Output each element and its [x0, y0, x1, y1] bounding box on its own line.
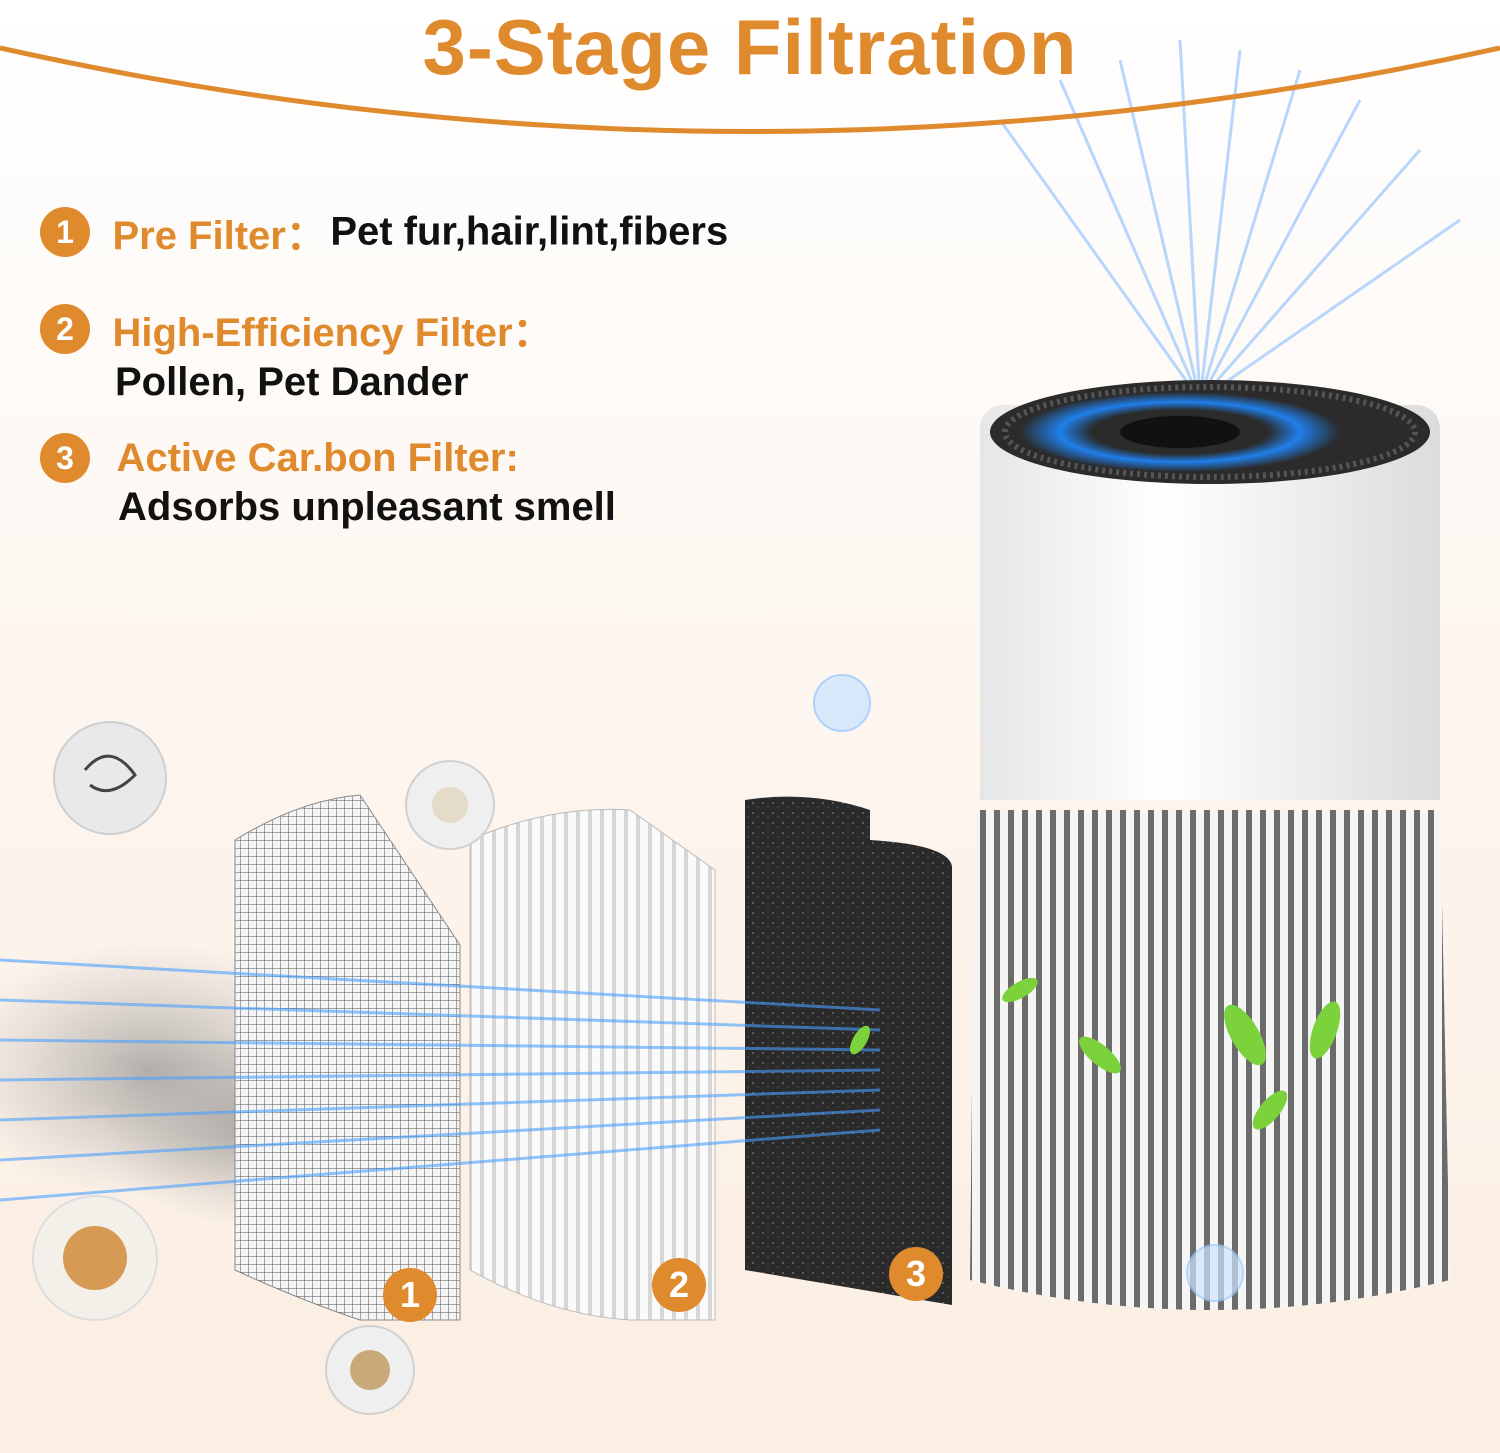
- stage-description: Pollen, Pet Dander: [115, 360, 469, 404]
- stage-name: High-Efficiency Filter：: [112, 311, 553, 355]
- title-underline-arc: [0, 45, 1500, 134]
- filter-badge-1: 1: [383, 1268, 437, 1322]
- page-title: 3-Stage Filtration: [422, 3, 1078, 91]
- stage-number-badge: 2: [40, 304, 90, 354]
- filter-badge-2: 2: [652, 1258, 706, 1312]
- stage-number-badge: 3: [40, 433, 90, 483]
- stage-description: Adsorbs unpleasant smell: [118, 485, 616, 529]
- stage-2: 2 High-Efficiency Filter： Pollen, Pet Da…: [40, 300, 553, 405]
- stage-description: Pet fur,hair,lint,fibers: [330, 209, 729, 254]
- stage-name: Active Car.bon Filter:: [116, 435, 519, 480]
- stage-name: Pre Filter：: [112, 214, 326, 258]
- stage-1: 1 Pre Filter： Pet fur,hair,lint,fibers: [40, 203, 728, 261]
- filter-badge-3: 3: [889, 1247, 943, 1301]
- stage-3: 3 Active Car.bon Filter: Adsorbs unpleas…: [40, 433, 616, 530]
- stage-number-badge: 1: [40, 207, 90, 257]
